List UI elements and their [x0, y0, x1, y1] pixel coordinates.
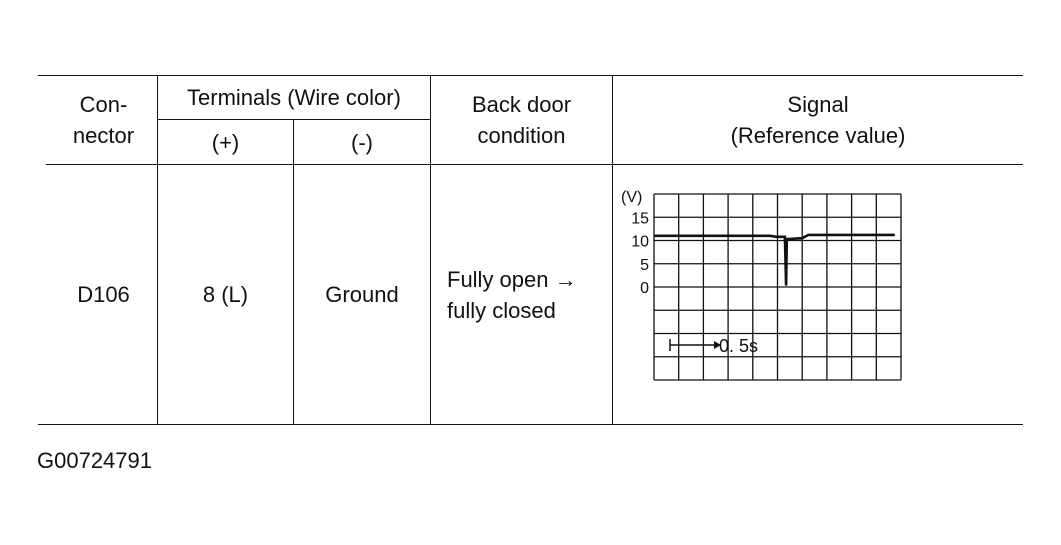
- col-divider-3: [430, 75, 431, 424]
- header-connector: Con- nector: [50, 75, 157, 164]
- header-back-door-line2: condition: [477, 122, 566, 148]
- chart-y-ticks: 15 10 5 0: [631, 210, 649, 297]
- header-signal-line1: Signal: [787, 91, 849, 117]
- row-connector-value: D106: [77, 282, 130, 307]
- row-connector: D106: [50, 165, 157, 424]
- row-condition: Fully open → fully closed: [447, 165, 612, 424]
- row-condition-line2: fully closed: [447, 297, 556, 323]
- col-divider-2: [293, 119, 294, 424]
- signal-waveform-chart: 15 10 5 0 (V) 0. 5s: [621, 189, 902, 381]
- signal-trace: [654, 233, 895, 286]
- header-plus-label: (+): [211, 129, 240, 155]
- time-scale-marker: 0. 5s: [669, 336, 758, 356]
- header-minus: (-): [294, 120, 430, 164]
- header-connector-line1: Con-: [79, 91, 128, 117]
- chart-y-unit: (V): [621, 189, 642, 206]
- header-signal: Signal (Reference value): [613, 75, 1023, 164]
- row-condition-line1: Fully open →: [447, 266, 577, 292]
- row-minus: Ground: [294, 165, 430, 424]
- row-minus-value: Ground: [325, 282, 399, 307]
- header-signal-line2: (Reference value): [730, 122, 906, 148]
- y-tick-label: 5: [640, 257, 649, 274]
- row-plus: 8 (L): [158, 165, 293, 424]
- header-sub-rule: [158, 119, 430, 120]
- header-terminals-label: Terminals (Wire color): [187, 84, 401, 110]
- header-minus-label: (-): [351, 129, 373, 155]
- header-plus: (+): [158, 120, 293, 164]
- header-back-door: Back door condition: [431, 75, 612, 164]
- time-scale-label: 0. 5s: [719, 336, 758, 356]
- header-connector-line2: nector: [72, 122, 135, 148]
- col-divider-4: [612, 75, 613, 424]
- col-divider-1: [157, 75, 158, 424]
- row-plus-value: 8 (L): [202, 282, 249, 307]
- chart-grid: [653, 193, 902, 381]
- header-bottom-rule: [46, 164, 1023, 165]
- table-top-rule: [38, 75, 1023, 76]
- table-bottom-rule: [38, 424, 1023, 425]
- header-terminals: Terminals (Wire color): [158, 75, 430, 119]
- time-scale-arrowhead: [714, 341, 721, 349]
- y-tick-label: 10: [631, 234, 649, 251]
- y-tick-label: 0: [640, 280, 649, 297]
- header-back-door-line1: Back door: [471, 91, 572, 117]
- figure-id: G00724791: [37, 448, 152, 473]
- y-tick-label: 15: [631, 210, 649, 227]
